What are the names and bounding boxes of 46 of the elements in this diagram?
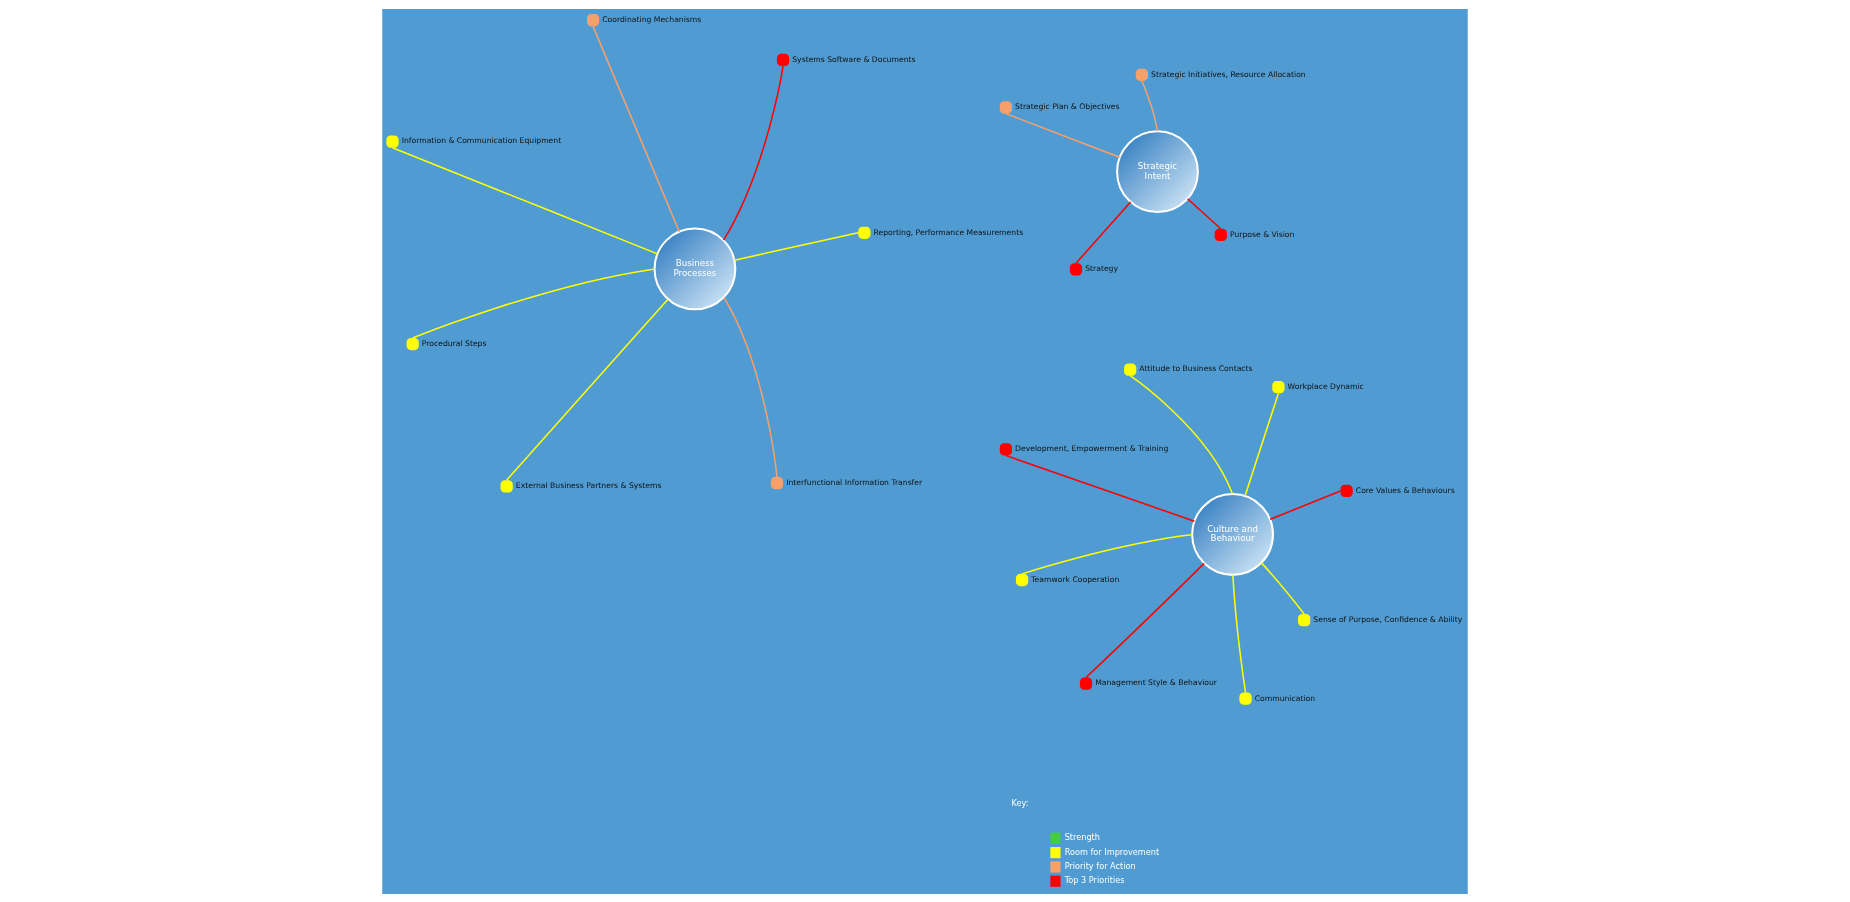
node-circle	[1340, 484, 1353, 497]
node-circle: Business Processes	[653, 227, 737, 310]
node-circle	[1214, 228, 1227, 241]
connector	[1075, 200, 1132, 264]
connector	[733, 231, 859, 261]
legend-label: Top 3 Priorities	[1064, 874, 1125, 885]
node-circle: Culture and Behaviour	[1191, 492, 1274, 576]
connector	[1260, 561, 1305, 615]
node-circle	[858, 226, 871, 239]
connector	[1021, 533, 1193, 575]
node-circle	[1015, 573, 1029, 586]
connector	[592, 25, 681, 232]
node-circle	[770, 476, 784, 489]
connector	[1244, 391, 1280, 497]
node-circle	[1272, 380, 1285, 393]
node-circle	[586, 13, 600, 26]
label: Key:	[1011, 797, 1029, 808]
node-circle	[386, 134, 399, 148]
node-circle	[500, 479, 513, 492]
connector	[723, 296, 778, 478]
node-circle	[776, 53, 790, 66]
node-circle: Strategic Intent	[1116, 129, 1199, 213]
node-circle	[1135, 68, 1148, 81]
node-circle	[999, 100, 1013, 114]
legend-label: Strength	[1064, 831, 1100, 842]
connector	[1129, 374, 1234, 495]
connector	[391, 146, 659, 255]
connector	[1005, 112, 1121, 158]
legend-label: Priority for Action	[1064, 860, 1136, 871]
node-circle	[1069, 262, 1083, 275]
connector	[1005, 454, 1196, 522]
node-circle	[1079, 677, 1093, 690]
connector	[722, 64, 784, 241]
connector	[505, 297, 669, 481]
node-circle	[406, 337, 419, 350]
connector	[1141, 79, 1159, 132]
connector	[1269, 489, 1342, 520]
connector	[1186, 197, 1222, 230]
node-circle	[1239, 692, 1252, 705]
node-circle	[1124, 362, 1137, 376]
connector	[1232, 573, 1247, 693]
node-circle	[999, 442, 1013, 456]
connector	[1085, 562, 1205, 678]
connector	[411, 267, 656, 339]
node-circle	[1298, 613, 1311, 626]
legend-label: Room for Improvement	[1064, 846, 1160, 857]
